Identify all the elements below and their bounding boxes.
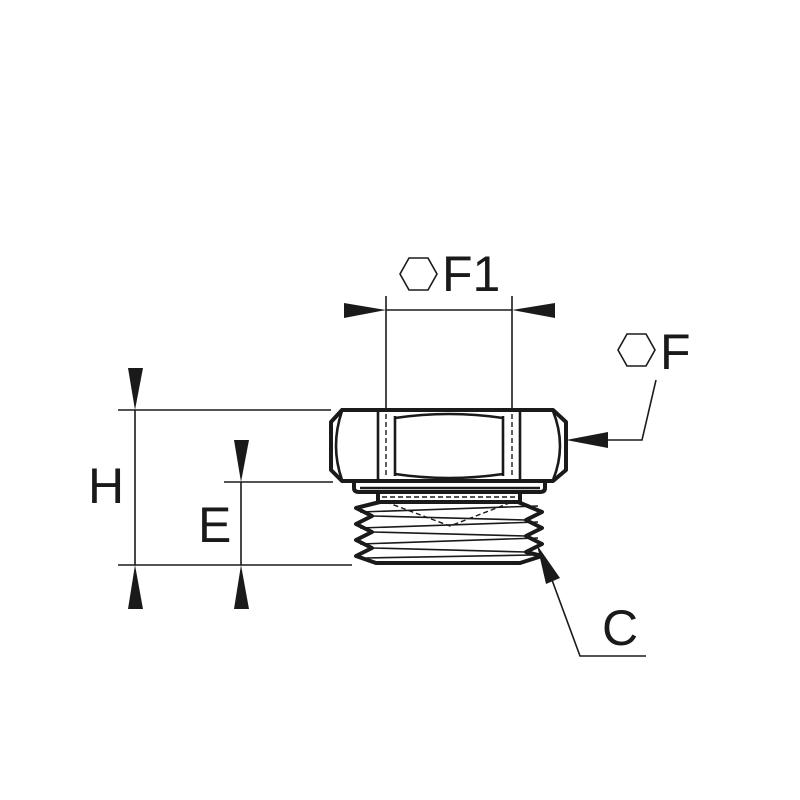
label-e: E — [198, 497, 231, 553]
thread-line-2 — [371, 515, 527, 521]
f1-arrow-left — [344, 303, 386, 318]
c-leader-line — [551, 579, 646, 657]
hexagon-icon — [399, 257, 438, 291]
f-leader-line — [608, 379, 657, 441]
hex-facet-center-bottom — [394, 472, 504, 480]
thread-line-5 — [359, 537, 539, 545]
thread-line-6 — [371, 547, 527, 553]
f1-arrow-right — [512, 303, 555, 318]
dimension-h: H — [88, 368, 352, 609]
hex-nut — [329, 408, 568, 483]
h-arrow-top — [128, 368, 143, 410]
thread-line-1 — [359, 505, 539, 513]
callout-c: C — [537, 545, 646, 657]
c-arrow — [537, 545, 560, 584]
thread-line-4 — [371, 531, 527, 537]
thread-line-7 — [365, 554, 533, 559]
hex-facet-left — [334, 410, 344, 481]
dimension-e: E — [198, 440, 333, 609]
e-arrow-top — [234, 440, 249, 482]
e-arrow-bottom — [234, 565, 249, 609]
dimension-f1: F1 — [344, 246, 555, 412]
dimension-f: F — [566, 324, 691, 448]
hex-nut-outline — [329, 408, 568, 483]
f-arrow — [566, 432, 608, 448]
hidden-drill-cone — [385, 501, 513, 527]
hex-facet-right — [551, 410, 562, 481]
hexagon-icon — [617, 333, 656, 367]
label-h: H — [88, 458, 124, 514]
label-f1: F1 — [442, 246, 500, 302]
threaded-shank — [354, 490, 544, 565]
hex-facet-center-top — [394, 412, 504, 420]
washer — [352, 479, 547, 494]
h-arrow-bottom — [128, 565, 143, 609]
label-f: F — [660, 324, 691, 380]
label-c: C — [602, 600, 638, 656]
